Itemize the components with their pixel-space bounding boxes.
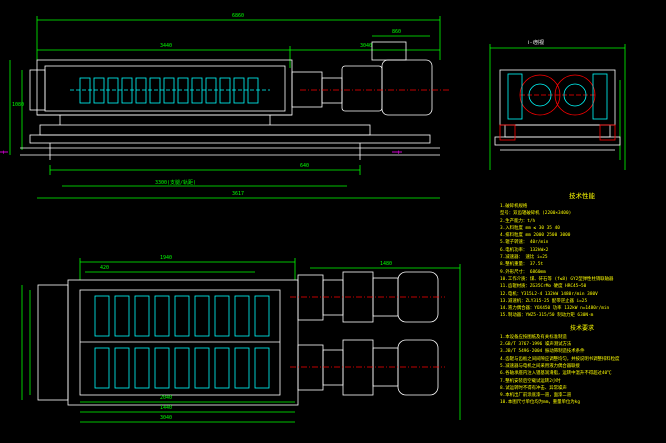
dim-side-a: 1080	[12, 102, 25, 108]
view-label-left: Ⅰ	[3, 150, 5, 156]
dim-plan-bottom: 3040	[160, 415, 173, 421]
tech-requirement-line: 6.各轴承座内注入锂基润滑脂，运转中温升不得超过40℃	[500, 371, 612, 377]
tech-note-line: 7.减速器： 速比 i=25	[500, 255, 548, 261]
dim-plan-d: 2040	[160, 395, 173, 401]
tech-note-line: 3.入料粒度 mm ≤ 30 35 40	[500, 225, 560, 231]
section-view	[489, 44, 626, 170]
dim-overall-top: 6860	[232, 13, 245, 19]
tech-note-line: 9.外形尺寸： 6860mm	[500, 269, 546, 275]
dim-plan-e: 1440	[160, 405, 173, 411]
tech-note-line: 12.电机：Y315L2-4 132kW 1480r/min 380V	[500, 291, 598, 297]
tech-requirement-line: 9.本机出厂前涂底漆一道，面漆二道	[500, 393, 572, 399]
tech-note-line: 2.生产能力：t/h	[500, 218, 536, 224]
tech-note-line: 11.齿辊材质：ZG35CrMo 硬度 HRC45~50	[500, 284, 587, 290]
tech-note-line: 1.破碎机规格	[500, 204, 528, 209]
plan-view	[21, 258, 461, 423]
dim-motor-width: 860	[392, 29, 402, 35]
tech-note-line: 8.整机重量： 37.5t	[500, 262, 544, 268]
tech-note-line: 4.排料粒度 mm 2000 2500 3000	[500, 233, 571, 239]
dim-plan-b: 1940	[160, 255, 173, 261]
dim-lower-total: 3617	[232, 191, 245, 197]
tech-note-line: 14.液力偶合器：YOX450 功率 132kW n=1480r/min	[500, 306, 610, 312]
tech-note-line: 6.电机功率： 132kW×2	[500, 247, 549, 253]
tech-requirement-line: 10.本图尺寸单位均为mm，重量单位为kg	[500, 400, 580, 406]
tech-note-line: 13.减速机：ZLY315-25 配带逆止器 i=25	[500, 298, 588, 304]
tech-requirement-line: 2.GB/T 3767-1996 噪声测试方法	[500, 342, 572, 348]
tech-requirement-line: 5.减速器与电机之间采用液力偶合器联接	[500, 363, 580, 369]
tech-requirement-line: 4.齿辊与齿板之间间隙应调整均匀，并按说明书调整排料粒度	[500, 356, 620, 362]
technical-notes: 技术性能 1.破碎机规格 型号：双齿辊破碎机 (2200×3400)2.生产能力…	[500, 190, 664, 407]
tech-note-line: 10.工作介质：煤、矸石等 (f≤8) GY2型弹性柱销联轴器	[500, 276, 614, 282]
tech-requirement-line: 7.整机安装后空载试运转2小时	[500, 378, 561, 384]
tech-note-line: 5.辊子转速： 40r/min	[500, 240, 549, 246]
dim-upper-right: 3040	[360, 43, 373, 49]
dim-side-b: 640	[300, 163, 310, 169]
view-label-right: Ⅰ	[398, 150, 400, 156]
dim-plan-a: 420	[100, 265, 110, 271]
dim-plan-c: 1480	[380, 261, 393, 267]
side-elevation-view	[0, 16, 450, 199]
tech-note-line: 15.制动器：YWZ5-315/50 制动力矩 630N·m	[500, 313, 594, 319]
tech-requirement-line: 8.试运转时不得有冲击、异常噪声	[500, 385, 567, 391]
tech-notes-title: 技术性能	[569, 192, 595, 200]
tech-note-line: 型号：双齿辊破碎机 (2200×3400)	[500, 211, 572, 217]
dim-base-span: 3300(支腿/轨距)	[155, 180, 197, 186]
tech-requirement-line: 1.本设备应按图纸及有关标准制造	[500, 334, 567, 340]
tech-requirements-title: 技术要求	[569, 324, 594, 332]
dim-upper-left: 3440	[160, 43, 173, 49]
section-view-title: Ⅰ-Ⅰ剖视	[528, 40, 544, 46]
tech-requirement-line: 3.JB/T 5496-2004 振动筛制造技术条件	[500, 349, 585, 355]
